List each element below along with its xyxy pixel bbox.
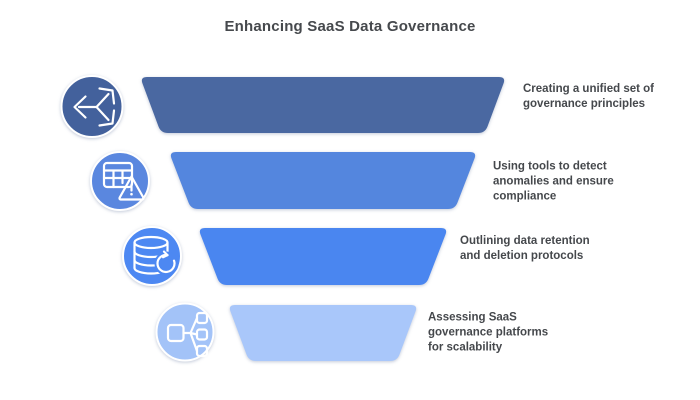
funnel-label-1: Creating a unified set of governance pri… <box>523 83 654 110</box>
icon-circle-2 <box>90 151 150 211</box>
cube-3d-arrows-icon <box>60 75 124 138</box>
table-warning-icon <box>90 151 150 211</box>
funnel-label-4: Assessing SaaS governance platforms for … <box>428 311 549 354</box>
funnel-label-2: Using tools to detect anomalies and ensu… <box>493 160 614 203</box>
page-title: Enhancing SaaS Data Governance <box>224 18 476 35</box>
flow-branch-icon <box>155 302 215 362</box>
funnel-segment-1 <box>141 77 505 133</box>
warning-triangle <box>118 175 145 201</box>
database-refresh-icon <box>122 226 182 286</box>
funnel-segment-2 <box>170 152 476 209</box>
funnel-label-3: Outlining data retention and deletion pr… <box>460 235 590 262</box>
funnel-segment-4 <box>229 305 417 361</box>
funnel-segment-3 <box>199 228 447 285</box>
